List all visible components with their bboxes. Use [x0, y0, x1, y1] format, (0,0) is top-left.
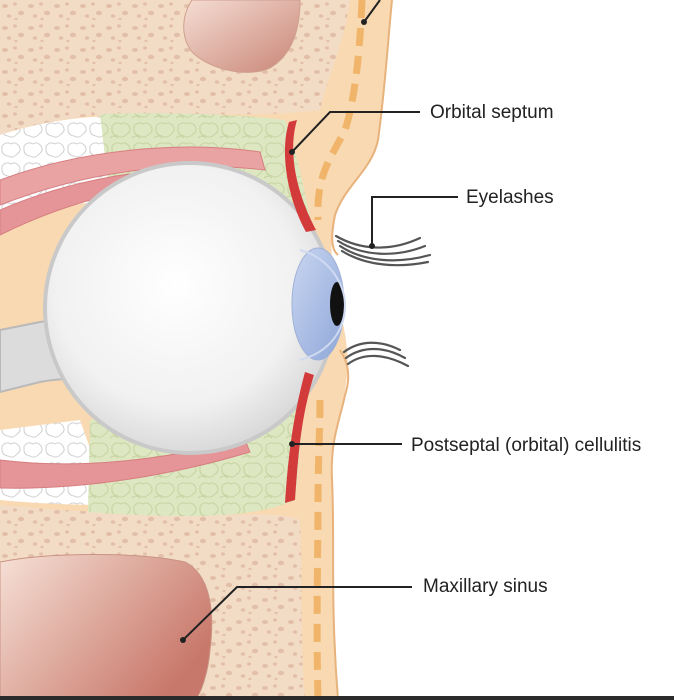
label-maxillary-sinus: Maxillary sinus	[423, 576, 548, 597]
leader-eyelashes	[371, 196, 458, 246]
eyelashes-upper	[334, 234, 432, 267]
orbital-septum-lower	[285, 372, 314, 503]
frontal-sinus	[183, 0, 301, 73]
label-orbital-septum: Orbital septum	[430, 102, 554, 123]
leader-top	[363, 0, 381, 23]
eyeball	[43, 161, 337, 455]
orbital-septum-upper	[284, 120, 316, 232]
leader-lines	[182, 0, 458, 641]
cornea	[299, 249, 347, 361]
maxillary-sinus	[0, 554, 213, 700]
leader-maxillary-sinus	[182, 586, 412, 641]
lower-orbicularis-dash	[313, 399, 324, 700]
upper-orbicularis-dash	[314, 0, 366, 221]
upper-lid-outline	[331, 0, 393, 256]
eyelashes-lower	[342, 341, 410, 368]
label-eyelashes: Eyelashes	[466, 187, 554, 208]
bottom-border	[0, 696, 674, 700]
label-postseptal-cellulitis: Postseptal (orbital) cellulitis	[411, 435, 642, 456]
pupil	[330, 282, 344, 326]
lower-lid-outline	[330, 349, 350, 700]
leader-orbital-septum	[291, 111, 420, 153]
leader-dots	[180, 19, 375, 643]
